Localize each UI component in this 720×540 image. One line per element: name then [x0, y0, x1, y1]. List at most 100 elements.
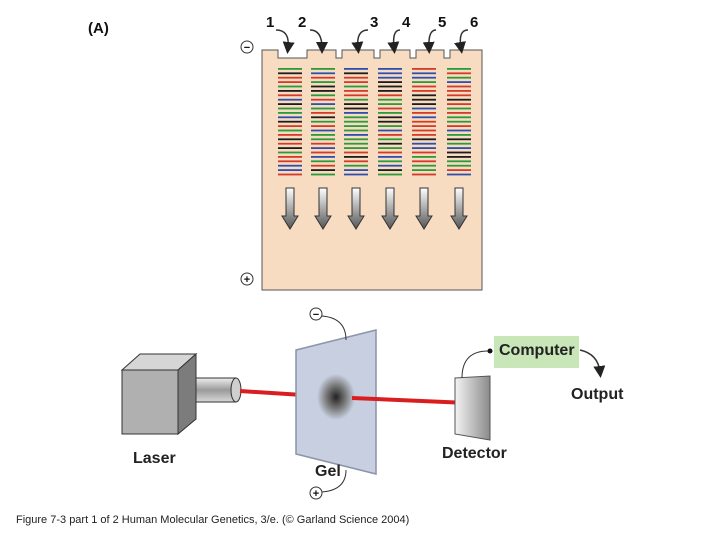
gel-band	[447, 90, 471, 92]
gel-band	[344, 68, 368, 70]
gel-band	[378, 156, 402, 158]
gel-band	[378, 103, 402, 105]
gel-band	[412, 164, 436, 167]
gel-band	[378, 68, 402, 70]
gel-band	[447, 151, 471, 154]
gel-band	[344, 138, 368, 141]
gel-bands	[278, 68, 471, 176]
gel-band	[311, 94, 335, 97]
gel-band	[447, 85, 471, 88]
detector-icon	[454, 375, 491, 441]
migration-arrow-icon	[314, 187, 332, 230]
gel-band	[447, 125, 471, 127]
gel-band	[344, 120, 368, 123]
gel-band	[412, 81, 436, 83]
gel-band	[378, 72, 402, 75]
gel-band	[344, 129, 368, 132]
gel-band	[447, 160, 471, 163]
gel-band	[412, 134, 436, 136]
gel-band	[412, 151, 436, 154]
gel-band	[447, 134, 471, 136]
gel-band	[447, 142, 471, 145]
gel-band	[447, 112, 471, 114]
gel-band	[378, 129, 402, 132]
migration-arrow-icon	[381, 187, 399, 230]
gel-band	[412, 142, 436, 145]
gel-band	[278, 151, 302, 154]
gel-band	[447, 76, 471, 79]
gel-band	[278, 147, 302, 149]
gel-band	[311, 72, 335, 75]
gel-band	[311, 164, 335, 167]
gel-band	[447, 98, 471, 101]
gel-band	[378, 151, 402, 154]
detector-label: Detector	[442, 445, 507, 462]
gel-band	[278, 98, 302, 101]
laser-beam-out	[351, 396, 469, 405]
gel-band	[412, 107, 436, 110]
gel-band	[412, 68, 436, 70]
gel-positive-sign: +	[313, 488, 319, 500]
gel-band	[447, 169, 471, 171]
gel-band	[378, 164, 402, 167]
gel-band	[311, 81, 335, 83]
gel-band	[412, 76, 436, 79]
gel-band	[311, 98, 335, 101]
gel-band	[447, 116, 471, 119]
gel-band	[278, 129, 302, 132]
gel-band	[311, 147, 335, 149]
gel-band	[344, 72, 368, 75]
gel-band	[278, 72, 302, 75]
gel-band	[311, 160, 335, 163]
gel-band	[412, 94, 436, 97]
gel-band	[344, 173, 368, 176]
gel-band	[412, 173, 436, 176]
gel-band	[447, 72, 471, 75]
gel-band	[344, 151, 368, 154]
gel-band	[311, 116, 335, 119]
panel-label: (A)	[88, 20, 109, 37]
gel-slab	[261, 49, 483, 291]
gel-band	[311, 129, 335, 132]
gel-band	[378, 125, 402, 127]
gel-band	[278, 120, 302, 123]
gel-band	[344, 142, 368, 145]
laser-icon	[120, 352, 242, 436]
gel-band	[412, 72, 436, 75]
gel-band	[412, 90, 436, 92]
lane-number-2: 2	[298, 14, 307, 31]
gel-band	[344, 164, 368, 167]
gel-band	[378, 116, 402, 119]
gel-band	[412, 160, 436, 163]
gel-negative-electrode-icon	[309, 307, 323, 321]
gel-band	[344, 112, 368, 114]
gel-band	[278, 134, 302, 136]
gel-band	[344, 147, 368, 149]
gel-band	[447, 147, 471, 149]
gel-band	[447, 156, 471, 158]
gel-band	[447, 107, 471, 110]
gel-band	[412, 129, 436, 132]
gel-band	[378, 76, 402, 79]
gel-band	[378, 98, 402, 101]
gel-band	[278, 81, 302, 83]
gel-band	[378, 142, 402, 145]
gel-band	[311, 125, 335, 127]
gel-band	[447, 120, 471, 123]
gel-band	[412, 116, 436, 119]
gel-positive-electrode-icon	[309, 486, 323, 500]
output-arrow	[579, 349, 606, 378]
gel-band	[278, 76, 302, 79]
lane-number-1: 1	[266, 14, 275, 31]
gel-band	[278, 160, 302, 163]
figure-caption: Figure 7-3 part 1 of 2 Human Molecular G…	[16, 514, 410, 526]
gel-band	[344, 134, 368, 136]
gel-band	[378, 169, 402, 171]
gel-band	[447, 129, 471, 132]
gel-band	[447, 138, 471, 141]
loading-arrows	[275, 29, 469, 54]
gel-band	[311, 68, 335, 70]
gel-band	[412, 147, 436, 149]
output-label: Output	[571, 386, 624, 403]
